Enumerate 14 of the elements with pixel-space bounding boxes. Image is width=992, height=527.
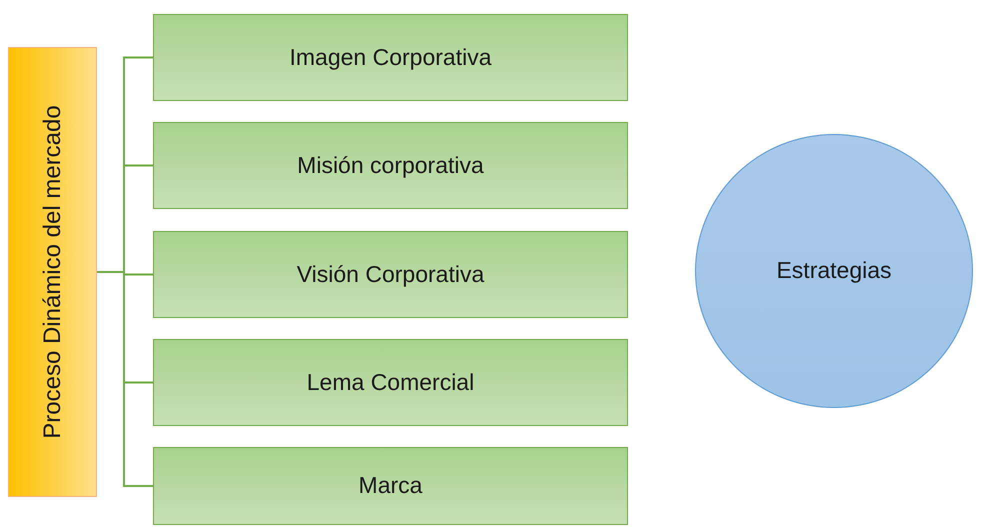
process-box — [153, 122, 628, 209]
connector-line — [97, 271, 153, 487]
process-box — [153, 14, 628, 101]
vertical-label: Proceso Dinámico del mercado — [38, 104, 66, 441]
box-label: Imagen Corporativa — [290, 44, 492, 72]
box-label: Lema Comercial — [306, 368, 474, 396]
box-label: Visión Corporativa — [296, 260, 484, 288]
process-box — [153, 231, 628, 318]
process-box — [153, 447, 628, 525]
box-label: Misión corporativa — [297, 152, 484, 180]
vertical-box — [8, 47, 97, 497]
process-box — [153, 339, 628, 426]
box-label: Estrategias — [776, 257, 892, 285]
box-label: Marca — [358, 472, 422, 500]
